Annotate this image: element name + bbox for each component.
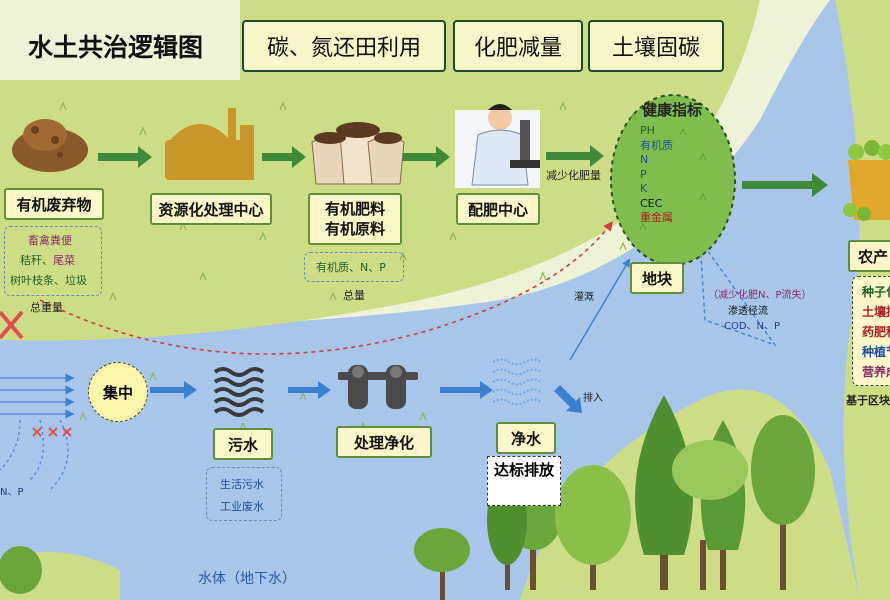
health-items: PH 有机质 N P K CEC 重金属: [640, 124, 673, 226]
label-organic-fertilizer: 有机肥料 有机原料: [308, 193, 402, 245]
label-seepage: 渗透径流: [728, 306, 768, 317]
fertilizer-note-box: [304, 252, 404, 282]
clean-water-wave-icon: [492, 358, 542, 406]
label-farm-products: 农产: [848, 240, 890, 272]
health-item-k: K: [640, 182, 648, 195]
farm-item-5: 营养成: [862, 365, 890, 379]
farm-item-4: 种植节: [862, 345, 890, 359]
seepage-lines: [699, 237, 777, 347]
diagram-title: 水土共治逻辑图: [28, 33, 204, 62]
trees-illustration: [0, 395, 815, 600]
nutrient-return-curve: [39, 221, 613, 355]
label-based-on: 基于区块: [846, 394, 890, 407]
label-plot: 地块: [630, 262, 684, 294]
label-clean-water: 净水: [496, 422, 556, 454]
health-item-p: P: [640, 167, 647, 181]
gather-node: 集中: [88, 362, 148, 422]
waste-item-straw: 秸秆、尾菜: [20, 254, 75, 267]
topic-fertilizer-reduction: 化肥减量: [453, 20, 583, 72]
label-blending-center: 配肥中心: [456, 193, 540, 225]
farm-item-1: 种子化: [862, 285, 890, 299]
grass-texture: [59, 101, 707, 431]
label-organic-waste: 有机废弃物: [4, 188, 104, 220]
flow-arrows-blue: [150, 381, 582, 413]
waste-pile-illustration: [12, 119, 88, 172]
sewage-item-industrial: 工业废水: [220, 500, 264, 513]
plant-illustration: [165, 108, 254, 180]
label-sewage: 污水: [213, 428, 273, 460]
health-item-organic: 有机质: [640, 138, 673, 152]
farm-item-3: 药肥科: [862, 325, 890, 339]
produce-basket-illustration: [843, 140, 890, 221]
label-discharge: 排入: [583, 393, 603, 404]
standard-discharge-box: 达标排放: [487, 456, 561, 506]
blocked-marks: [0, 310, 72, 437]
farm-items-box: [852, 276, 890, 386]
topic-soil-carbon: 土壤固碳: [588, 20, 724, 72]
cod-note: COD、N、P: [724, 321, 781, 332]
label-total-amount: 总量: [343, 289, 365, 302]
label-treatment: 处理净化: [336, 426, 432, 458]
waste-item-branches: 树叶枝条、垃圾: [10, 274, 87, 287]
health-item-cec: CEC: [640, 196, 663, 210]
sewage-item-domestic: 生活污水: [220, 478, 264, 491]
sewage-items-box: [206, 467, 282, 521]
health-item-n: N: [640, 153, 649, 166]
fertilizer-line-2: 有机原料: [324, 220, 385, 238]
topic-carbon-nitrogen: 碳、氮还田利用: [242, 20, 446, 72]
fertilizer-note: 有机质、N、P: [316, 261, 386, 274]
sewage-wave-icon: [213, 367, 265, 417]
label-reduce-fertilizer: 减少化肥量: [546, 169, 601, 182]
inflow-lines: [0, 373, 75, 491]
irrigation-line: [569, 258, 631, 361]
health-item-heavy-metal: 重金属: [640, 211, 673, 224]
label-water-body: 水体（地下水）: [198, 571, 296, 587]
flow-arrows-green: [98, 145, 828, 197]
label-total-weight: 总重量: [30, 301, 63, 314]
waste-items-box: [4, 226, 102, 296]
label-irrigation: 灌溉: [574, 292, 594, 303]
waste-item-manure: 畜禽粪便: [28, 234, 72, 247]
label-resource-center: 资源化处理中心: [150, 193, 272, 225]
farm-item-2: 土壤损: [862, 305, 890, 319]
np-note-left: N、P: [0, 487, 24, 498]
farm-items: 种子化 土壤损 药肥科 种植节 营养成: [862, 282, 890, 382]
health-title: 健康指标: [642, 101, 703, 119]
health-indicator-oval: [610, 94, 736, 266]
loss-note: （减少化肥N、P流失）: [708, 290, 812, 301]
fertilizer-bags-illustration: [311, 122, 405, 185]
scientist-illustration: [455, 104, 540, 188]
health-item-ph: PH: [640, 124, 655, 137]
treatment-tanks-icon: [338, 365, 418, 409]
fertilizer-line-1: 有机肥料: [324, 200, 385, 218]
